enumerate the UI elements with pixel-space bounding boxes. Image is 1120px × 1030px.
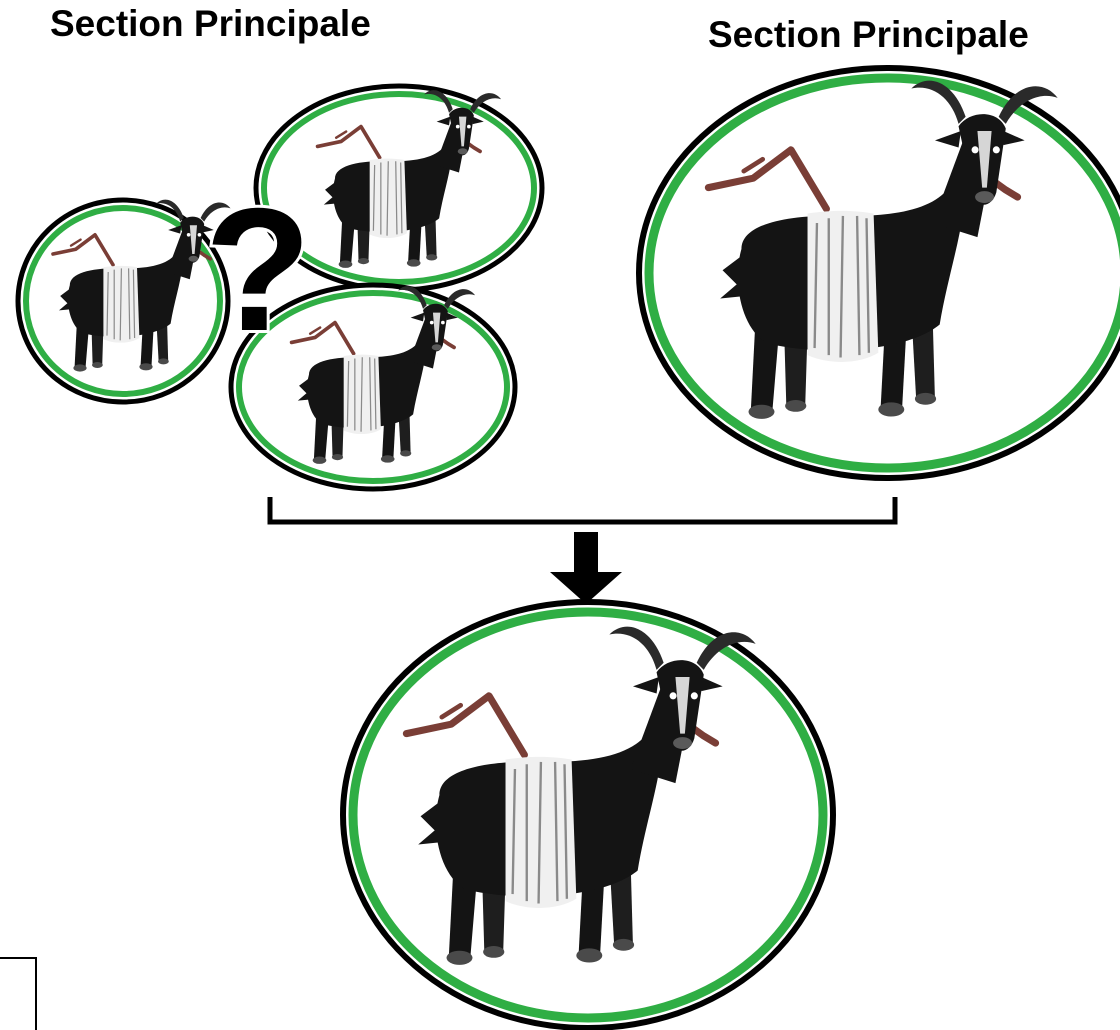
title-left: Section Principale [50,3,371,44]
goat-circle-bottom-small [228,282,518,492]
goat-circle-right-large [636,65,1120,481]
goat-circle-left-small [15,197,233,405]
partial-box [0,957,37,1030]
title-right: Section Principale [708,14,1029,55]
merge-bracket [267,497,898,525]
question-mark: ? [205,173,312,368]
down-arrow-icon [550,532,622,604]
goat-circle-top-small [253,83,545,293]
goat-circle-result [340,599,836,1030]
